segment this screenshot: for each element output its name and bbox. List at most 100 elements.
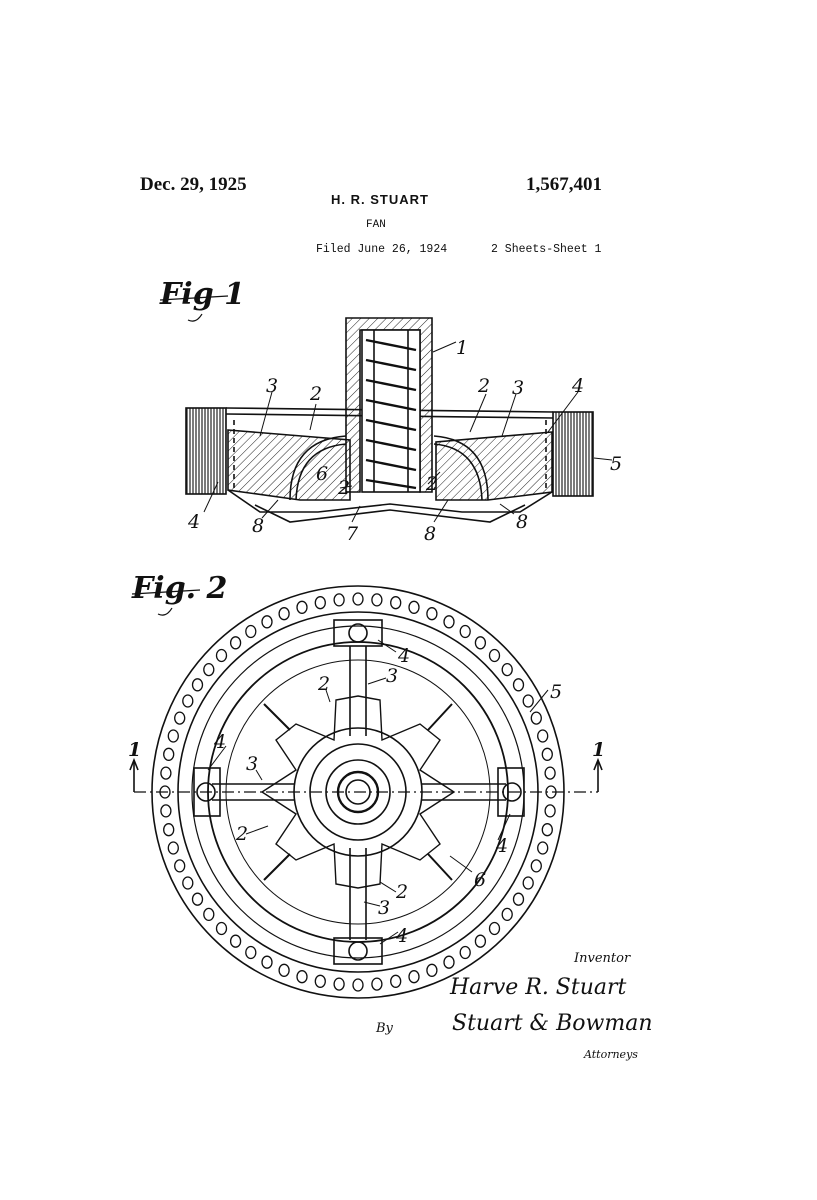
vent-hole: [314, 596, 326, 610]
vent-hole: [182, 876, 194, 890]
vent-hole: [544, 804, 556, 818]
fig1-label-7: 7: [346, 523, 359, 545]
vent-hole: [191, 678, 204, 692]
fig1-label-2c: 2: [337, 477, 350, 499]
vent-hole: [390, 974, 402, 988]
vent-hole: [530, 711, 542, 725]
vent-hole: [408, 600, 420, 614]
patent-subject: FAN: [366, 219, 386, 231]
vent-hole: [488, 648, 501, 663]
vent-hole: [426, 963, 438, 977]
fig2-label-2c: 2: [395, 881, 408, 903]
vent-hole: [474, 636, 487, 650]
vent-hole: [163, 747, 175, 761]
vent-hole: [182, 694, 194, 708]
fig2-label-6: 6: [474, 869, 486, 891]
vent-hole: [443, 615, 455, 629]
fig2-label-4d: 4: [395, 925, 408, 947]
vent-hole: [522, 694, 534, 708]
fig2-label-4c: 4: [495, 835, 508, 857]
inventor-signature: Harve R. Stuart: [449, 975, 627, 1000]
vent-hole: [426, 607, 438, 621]
fig1-label-2a: 2: [309, 383, 322, 405]
vent-hole: [163, 823, 175, 837]
vent-hole: [229, 636, 242, 650]
vent-hole: [501, 907, 513, 922]
fig1-label-5: 5: [610, 453, 622, 475]
fig1-label-8a: 8: [252, 515, 264, 537]
attorneys-label: Attorneys: [583, 1048, 638, 1061]
fig2-label-1-right: 1: [592, 739, 605, 761]
vent-hole: [278, 607, 290, 621]
fig2-drawing: Fig. 2: [129, 571, 603, 999]
vent-hole: [352, 592, 364, 606]
fig1-label-2d: 2: [425, 473, 438, 495]
vent-hole: [501, 662, 513, 677]
by-label: By: [375, 1021, 394, 1036]
patent-number: 1,567,401: [526, 174, 602, 195]
vent-hole: [443, 955, 455, 969]
vent-hole: [160, 804, 172, 818]
fig2-arms: [212, 646, 506, 940]
fig2-label-3b: 3: [246, 753, 258, 775]
vent-hole: [215, 921, 228, 936]
vent-hole: [333, 977, 345, 991]
vent-hole: [245, 624, 257, 639]
vent-hole: [245, 945, 257, 960]
fig2-label-5: 5: [550, 681, 562, 703]
vent-hole: [537, 841, 549, 855]
vent-hole: [174, 859, 186, 873]
vent-hole: [408, 970, 420, 984]
fig2-label-4a: 4: [397, 645, 410, 667]
inventor-name: H. R. STUART: [331, 192, 429, 207]
vent-hole: [371, 593, 383, 607]
fig1-label-3b: 3: [512, 377, 524, 399]
vent-hole: [333, 593, 345, 607]
vent-hole: [474, 934, 487, 948]
fig2-title: Fig. 2: [131, 571, 227, 606]
vent-hole: [261, 955, 273, 969]
fig1-label-3a: 3: [266, 375, 278, 397]
vent-hole: [167, 841, 179, 855]
fig2-label-4b: 4: [213, 731, 226, 753]
vent-hole: [278, 963, 290, 977]
sheet-count: 2 Sheets-Sheet 1: [491, 243, 602, 256]
fig2-label-3a: 3: [386, 665, 398, 687]
vent-hole: [215, 648, 228, 663]
vent-hole: [522, 876, 534, 890]
vent-hole: [229, 934, 242, 948]
vent-hole: [203, 907, 215, 922]
fig2-labels: 4 3 2 5 1 1 4 3 2 4 6 2 3 4: [128, 645, 605, 947]
vent-hole: [296, 970, 308, 984]
vent-hole: [537, 729, 549, 743]
attorney-signature: Stuart & Bowman: [452, 1011, 653, 1036]
fig2-label-3c: 3: [378, 897, 390, 919]
fig1-title: Fig 1: [159, 277, 245, 312]
fig2-label-2a: 2: [317, 673, 330, 695]
vent-hole: [314, 974, 326, 988]
fig1-label-1: 1: [456, 337, 468, 359]
fig1-label-4a: 4: [571, 375, 584, 397]
vent-hole: [541, 747, 553, 761]
vent-hole: [530, 859, 542, 873]
filed-date: Filed June 26, 1924: [316, 243, 448, 256]
fig1-right-ring: [552, 411, 594, 497]
fig1-label-6: 6: [316, 463, 328, 485]
patent-date: Dec. 29, 1925: [140, 174, 247, 195]
vent-hole: [459, 945, 471, 960]
fig1-label-8b: 8: [424, 523, 436, 545]
vent-hole: [174, 711, 186, 725]
vent-hole: [296, 600, 308, 614]
vent-hole: [512, 678, 525, 692]
vent-hole: [488, 921, 501, 936]
vent-hole: [512, 892, 525, 906]
vent-hole: [160, 766, 172, 780]
fig1-label-8c: 8: [516, 511, 528, 533]
fig2-label-2b: 2: [235, 823, 248, 845]
vent-hole: [459, 624, 471, 639]
vent-hole: [191, 892, 204, 906]
vent-hole: [541, 823, 553, 837]
fig1-left-ring: [185, 407, 227, 495]
vent-hole: [261, 615, 273, 629]
